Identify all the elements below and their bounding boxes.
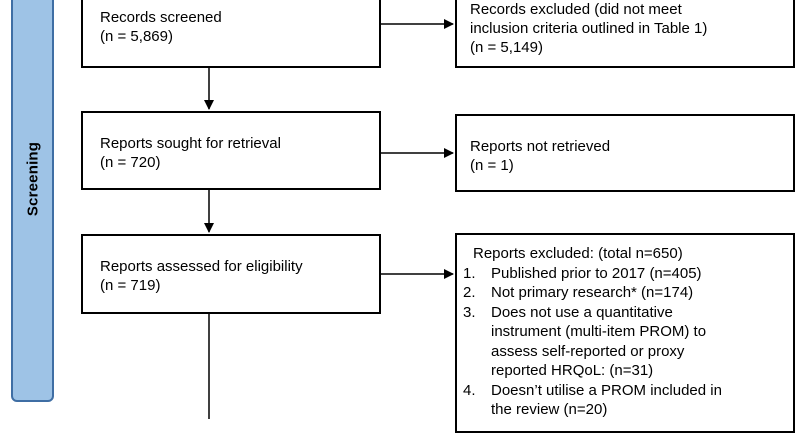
exclusion-reason-4: 4. Doesn’t utilise a PROM included in th… <box>463 381 722 419</box>
reports-not-retrieved-box: Reports not retrieved (n = 1) <box>455 114 795 192</box>
exclusion-reasons-list: 1. Published prior to 2017 (n=405) 2. No… <box>463 264 793 420</box>
reports-assessed-count: (n = 719) <box>100 277 161 294</box>
screening-stage-label: Screening <box>11 0 54 402</box>
reports-excluded-box: Reports excluded: (total n=650) 1. Publi… <box>455 233 795 433</box>
records-excluded-line2: inclusion criteria outlined in Table 1) <box>470 20 708 37</box>
flow-connectors <box>204 19 454 419</box>
reports-assessed-box: Reports assessed for eligibility (n = 71… <box>81 234 381 314</box>
records-screened-box: Records screened (n = 5,869) <box>81 0 381 68</box>
reports-assessed-title: Reports assessed for eligibility <box>100 258 303 275</box>
reports-not-retrieved-count: (n = 1) <box>470 157 514 174</box>
reports-not-retrieved-title: Reports not retrieved <box>470 138 611 155</box>
records-excluded-count: (n = 5,149) <box>470 39 543 56</box>
reports-sought-title: Reports sought for retrieval <box>100 135 281 152</box>
records-screened-title: Records screened <box>100 9 222 26</box>
reports-excluded-header: Reports excluded: (total n=650) <box>473 245 683 262</box>
records-screened-count: (n = 5,869) <box>100 28 173 45</box>
exclusion-reason-3: 3. Does not use a quantitative instrumen… <box>463 303 707 380</box>
reports-sought-count: (n = 720) <box>100 154 161 171</box>
records-excluded-line1: Records excluded (did not meet <box>470 1 682 18</box>
exclusion-reason-1: 1. Published prior to 2017 (n=405) <box>463 264 702 282</box>
reports-sought-box: Reports sought for retrieval (n = 720) <box>81 111 381 190</box>
exclusion-reason-2: 2. Not primary research* (n=174) <box>463 284 694 301</box>
records-excluded-box: Records excluded (did not meet inclusion… <box>455 0 795 68</box>
